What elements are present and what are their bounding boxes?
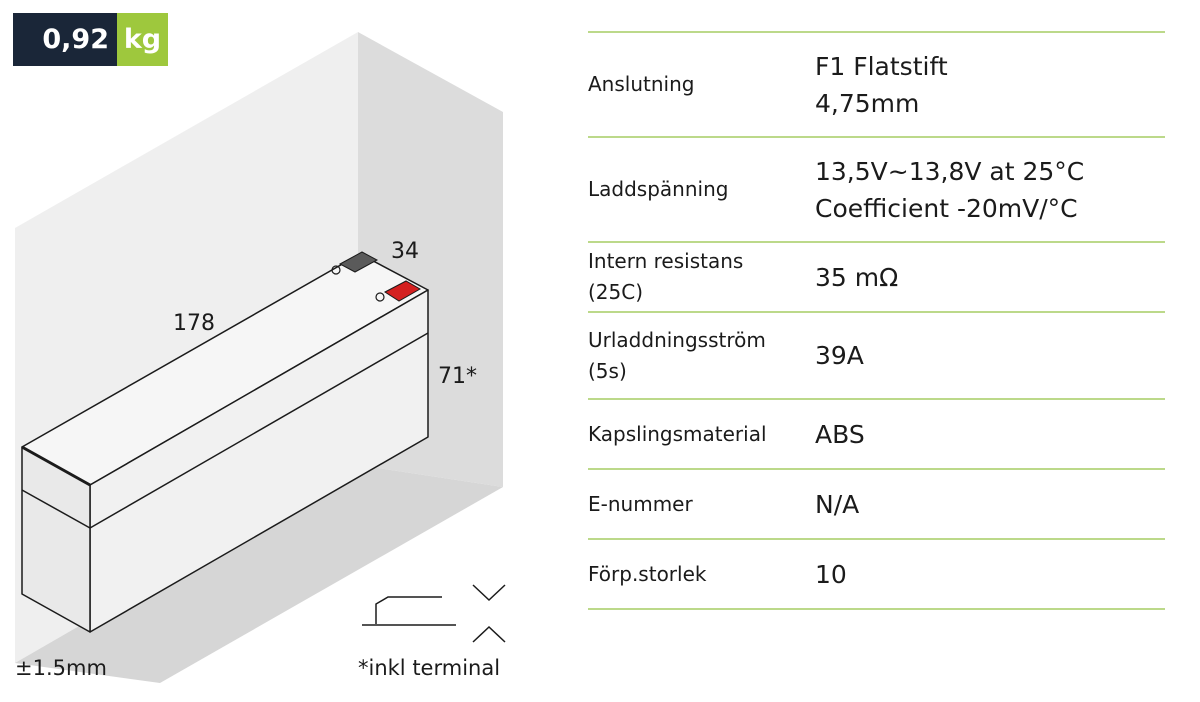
spec-value: 39A: [815, 341, 864, 370]
spec-table: Anslutning F1 Flatstift 4,75mm Laddspänn…: [588, 31, 1165, 610]
positive-terminal: [375, 280, 422, 302]
spec-value: F1 Flatstift 4,75mm: [815, 51, 948, 118]
spec-label: Kapslingsmaterial: [588, 421, 767, 446]
weight-badge: 0,92 kg: [13, 13, 168, 66]
spec-row-housing-material: Kapslingsmaterial ABS: [588, 400, 1165, 470]
spec-label: Urladdningsström (5s): [588, 327, 766, 383]
weight-value: 0,92: [13, 13, 117, 66]
spec-label: E-nummer: [588, 491, 693, 516]
spec-label: Anslutning: [588, 72, 695, 96]
negative-terminal: [331, 251, 379, 275]
battery-box: [21, 253, 429, 633]
spec-row-connection: Anslutning F1 Flatstift 4,75mm: [588, 33, 1165, 138]
spec-value: 10: [815, 559, 847, 589]
weight-unit: kg: [117, 13, 168, 66]
spec-row-package-size: Förp.storlek 10: [588, 540, 1165, 610]
spec-label: Förp.storlek: [588, 561, 707, 586]
length-label: 178: [173, 311, 215, 336]
terminal-height-icon: [362, 584, 506, 643]
spec-label: Intern resistans (25C): [588, 249, 744, 304]
battery-diagram: 178 34 71*: [15, 32, 506, 683]
spec-value: N/A: [815, 489, 860, 519]
terminal-footnote: *inkl terminal: [358, 656, 501, 680]
spec-row-discharge-current: Urladdningsström (5s) 39A: [588, 313, 1165, 400]
spec-value: 13,5V~13,8V at 25°C Coefficient -20mV/°C: [815, 156, 1085, 223]
spec-row-e-number: E-nummer N/A: [588, 470, 1165, 540]
tolerance-note: ±1.5mm: [15, 656, 107, 680]
spec-row-internal-resistance: Intern resistans (25C) 35 mΩ: [588, 243, 1165, 313]
spec-value: 35 mΩ: [815, 262, 899, 292]
spec-row-charge-voltage: Laddspänning 13,5V~13,8V at 25°C Coeffic…: [588, 138, 1165, 243]
height-label: 71*: [438, 364, 477, 389]
spec-label: Laddspänning: [588, 177, 729, 201]
spec-value: ABS: [815, 419, 865, 449]
width-label: 34: [391, 239, 419, 264]
